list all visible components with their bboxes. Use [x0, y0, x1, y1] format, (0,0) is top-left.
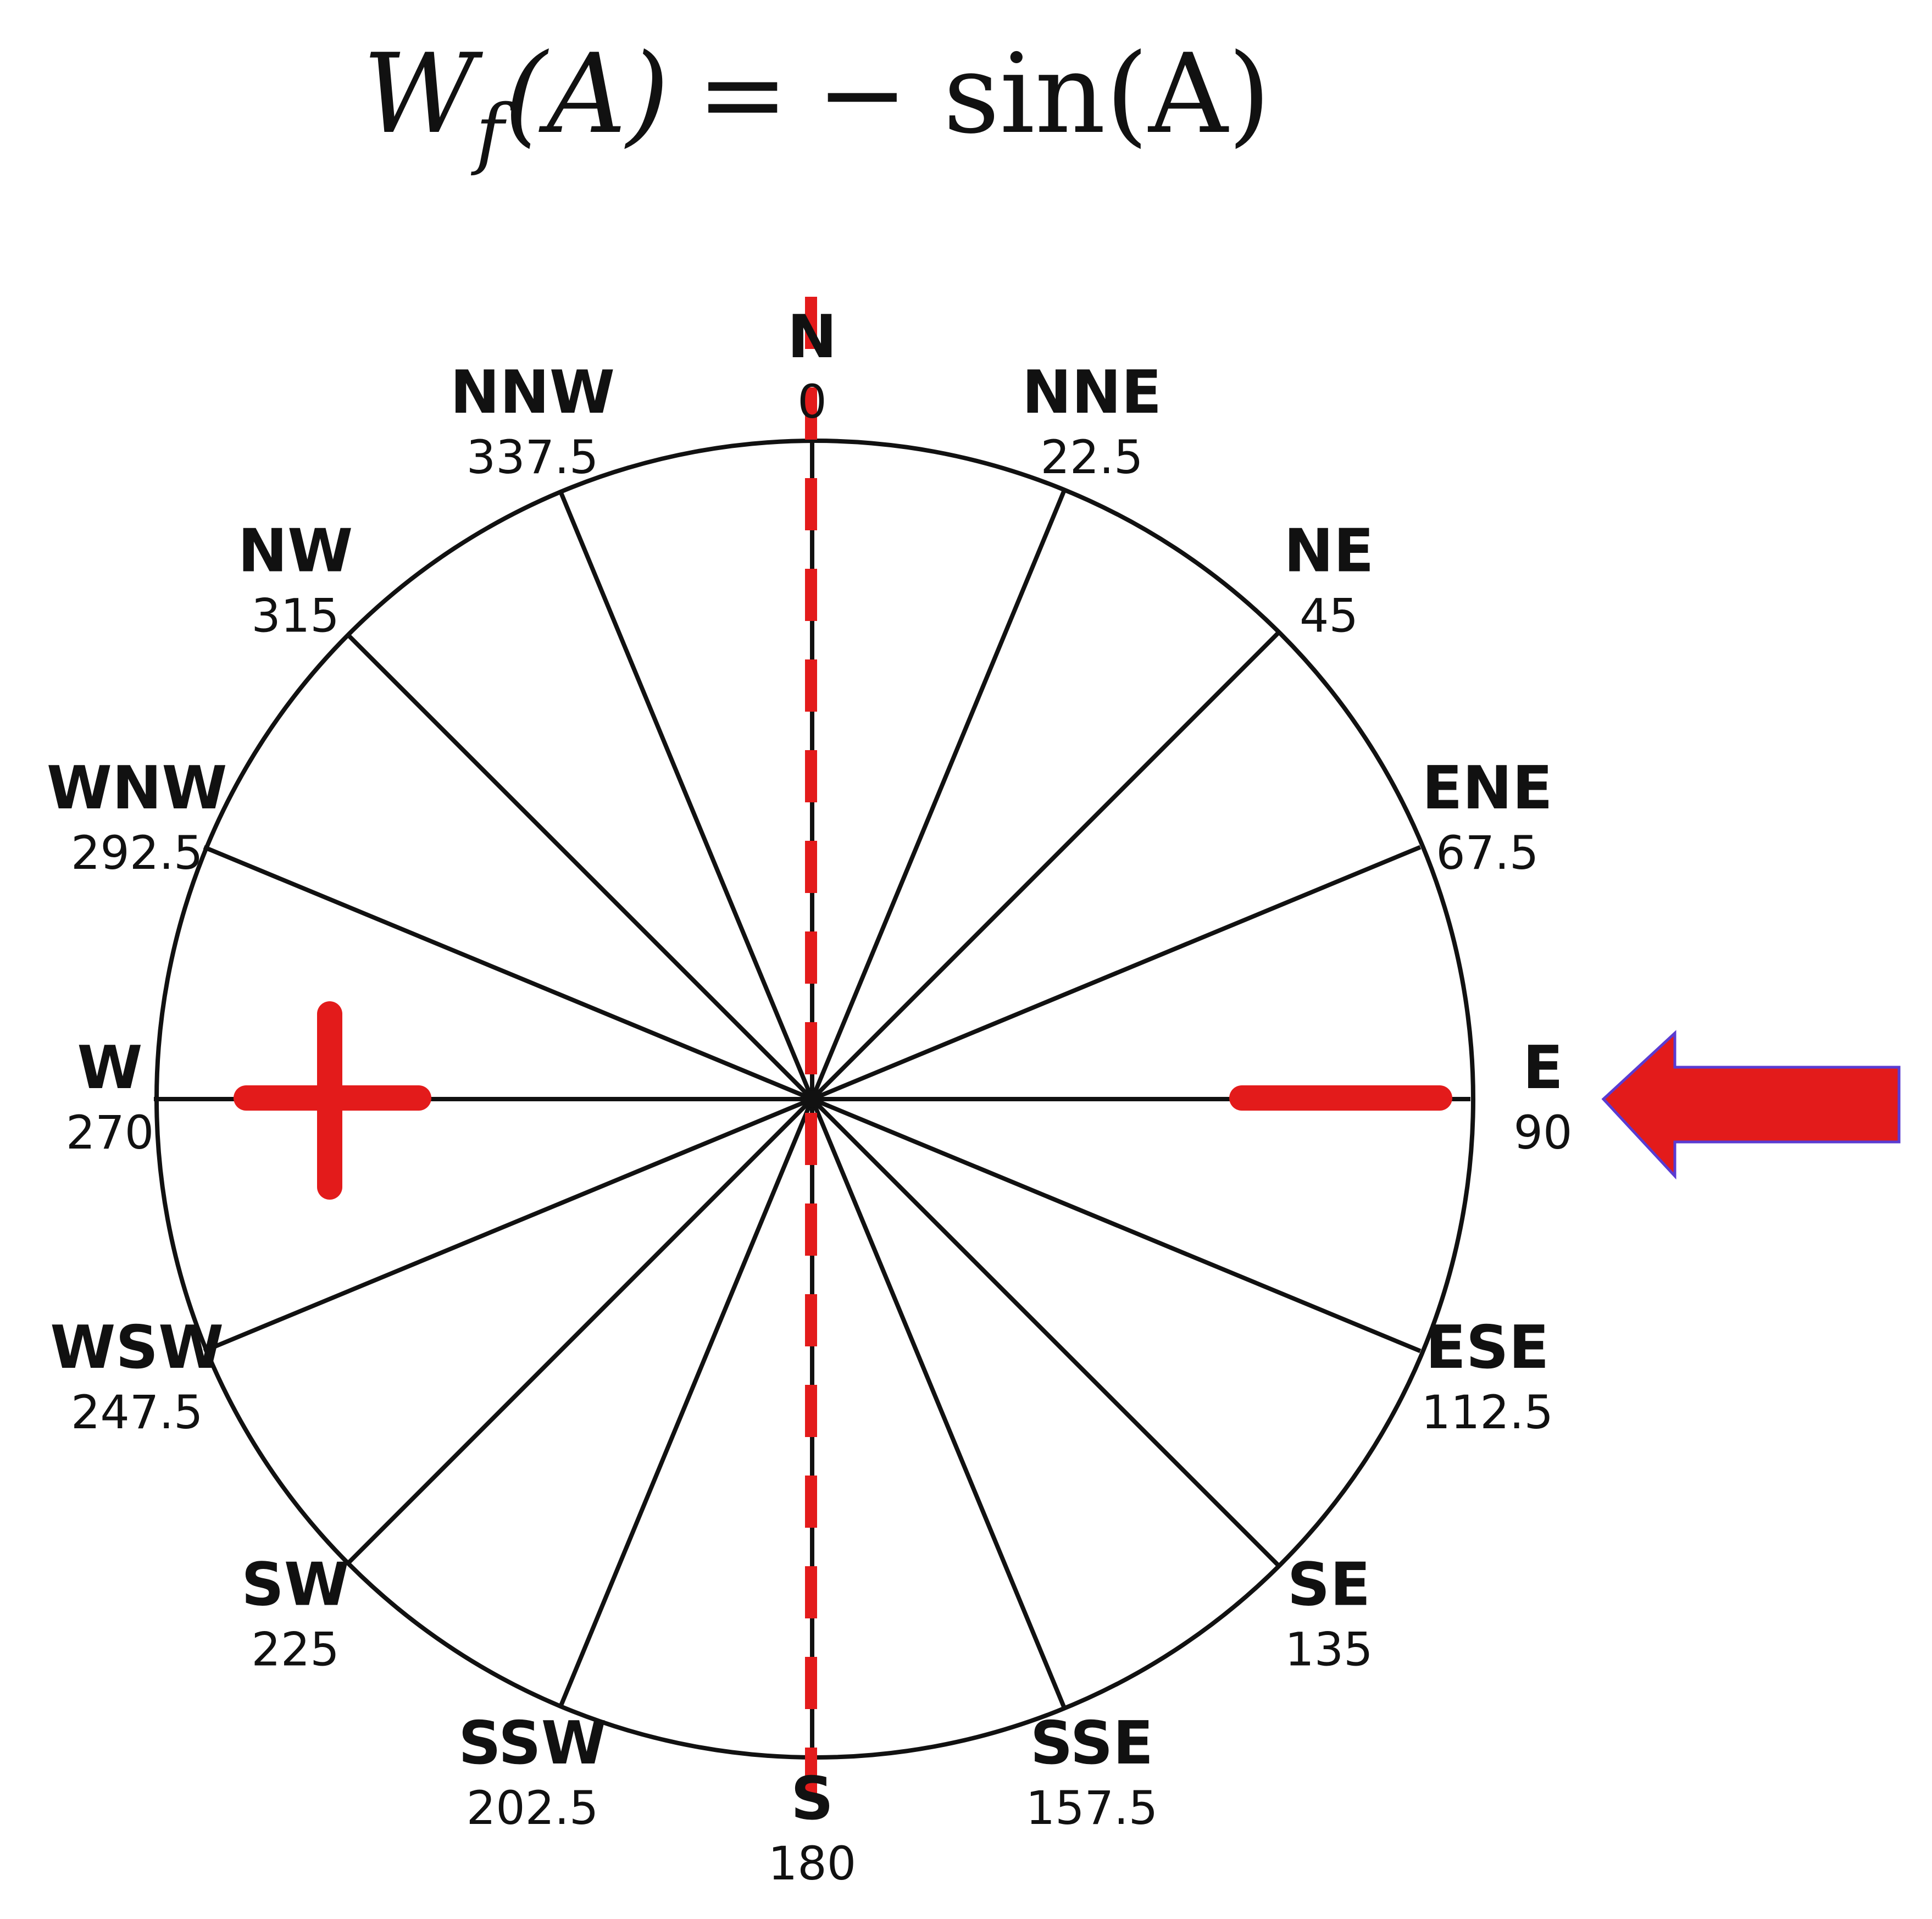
- spoke-ene: [811, 845, 1422, 1101]
- formula-rhs: − sin(A): [816, 30, 1270, 158]
- plus-icon: [234, 1001, 431, 1200]
- spoke-ne: [810, 632, 1279, 1101]
- spoke-wnw: [203, 845, 813, 1101]
- direction-degrees-ssw: 202.5: [467, 1781, 598, 1835]
- direction-label-sse: SSE: [1030, 1709, 1154, 1778]
- direction-degrees-se: 135: [1285, 1622, 1373, 1676]
- formula-lhs-arg: (A): [504, 30, 669, 158]
- spoke-wsw: [203, 1097, 813, 1354]
- direction-label-wnw: WNW: [47, 754, 227, 823]
- spoke-nw: [345, 632, 814, 1101]
- spoke-se: [810, 1097, 1279, 1566]
- compass-center: [803, 1090, 821, 1108]
- direction-label-s: S: [791, 1765, 834, 1833]
- direction-label-wsw: WSW: [50, 1313, 224, 1382]
- spoke-ssw: [558, 1098, 814, 1709]
- formula-equals: =: [697, 30, 789, 158]
- direction-degrees-w: 270: [66, 1106, 154, 1160]
- direction-degrees-ese: 112.5: [1422, 1385, 1553, 1439]
- direction-label-ese: ESE: [1425, 1313, 1549, 1382]
- direction-degrees-ne: 45: [1300, 589, 1358, 643]
- direction-degrees-nnw: 337.5: [467, 430, 598, 484]
- direction-degrees-nne: 22.5: [1040, 430, 1143, 484]
- direction-degrees-s: 180: [768, 1837, 856, 1890]
- svg-text:Wf(A)=− sin(A): Wf(A)=− sin(A): [363, 30, 1271, 178]
- direction-degrees-sse: 157.5: [1026, 1781, 1158, 1835]
- direction-degrees-wnw: 292.5: [71, 826, 203, 880]
- direction-degrees-nw: 315: [251, 589, 339, 643]
- direction-label-w: W: [77, 1034, 142, 1102]
- spoke-nne: [810, 490, 1067, 1100]
- formula-lhs-symbol: W: [363, 30, 484, 158]
- spoke-ese: [811, 1097, 1422, 1354]
- direction-label-e: E: [1523, 1034, 1563, 1102]
- direction-degrees-sw: 225: [251, 1622, 339, 1676]
- direction-label-sw: SW: [241, 1550, 349, 1619]
- direction-degrees-wsw: 247.5: [71, 1385, 203, 1439]
- direction-label-nnw: NNW: [450, 358, 615, 427]
- wind-arrow-icon: [1601, 1030, 1901, 1180]
- direction-degrees-n: 0: [797, 375, 826, 429]
- direction-label-ene: ENE: [1422, 754, 1553, 823]
- spoke-sse: [810, 1098, 1067, 1709]
- direction-label-nw: NW: [238, 517, 353, 586]
- direction-label-nne: NNE: [1022, 358, 1162, 427]
- direction-label-ssw: SSW: [458, 1709, 607, 1778]
- spoke-sw: [345, 1097, 814, 1566]
- direction-degrees-ene: 67.5: [1436, 826, 1539, 880]
- direction-label-n: N: [787, 303, 837, 371]
- formula: Wf(A)=− sin(A): [363, 30, 1271, 178]
- direction-label-ne: NE: [1284, 517, 1374, 586]
- direction-label-se: SE: [1287, 1550, 1371, 1619]
- direction-degrees-e: 90: [1514, 1106, 1573, 1160]
- spoke-nnw: [558, 490, 814, 1100]
